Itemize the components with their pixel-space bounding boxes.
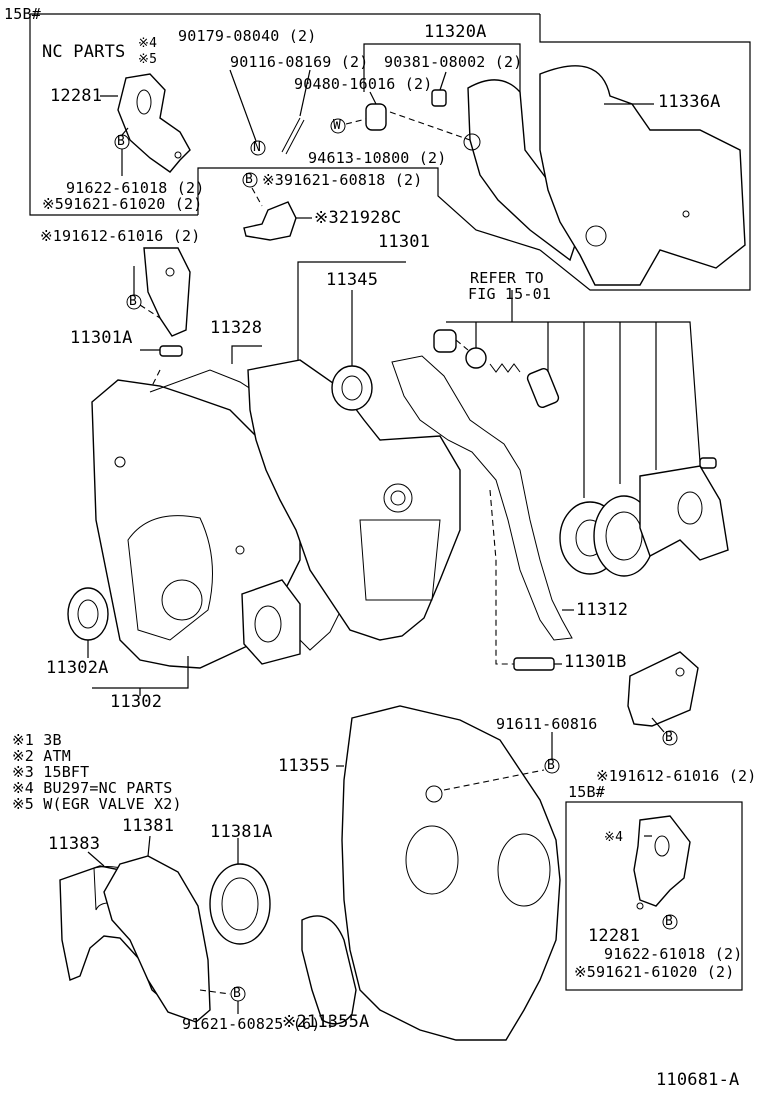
part-number-label: ※391621-60818 (2) <box>262 171 423 189</box>
refer-label: REFER TO <box>470 269 544 287</box>
fig-label: FIG 15-01 <box>468 285 552 303</box>
legend-mark: ※2 <box>12 747 34 765</box>
part-number-label: ※321928C <box>314 208 402 228</box>
part-number-label: 11381A <box>210 822 273 842</box>
figure-id: 110681-A <box>656 1070 740 1090</box>
legend-item: ※2 ATM <box>12 748 182 764</box>
part-number-label: 91622-61018 (2) <box>604 945 743 963</box>
note-4-mark: ※4 <box>138 36 158 51</box>
bracket-left <box>143 247 191 337</box>
legend-mark: ※4 <box>12 779 34 797</box>
section-tag: 15B# <box>4 5 41 23</box>
part-number-label: 94613-10800 (2) <box>308 149 447 167</box>
bracket-21928C <box>243 201 297 241</box>
legend-mark: ※1 <box>12 731 34 749</box>
part-number-label: 11345 <box>326 270 379 290</box>
bracket-12281 <box>117 73 191 173</box>
section-tag: 15B# <box>568 783 605 801</box>
plug-90381 <box>431 89 447 107</box>
part-number-label: 12281 <box>50 86 103 106</box>
legend-item: ※5 W(EGR VALVE X2) <box>12 796 182 812</box>
part-number-label: ※591621-61020 (2) <box>574 963 735 981</box>
housing-11381 <box>103 855 211 1023</box>
bracket-12281-inset <box>633 815 691 907</box>
marker-b: B <box>665 730 674 745</box>
stud-90116 <box>281 117 305 155</box>
part-number-label: 91621-60825 (6) <box>182 1015 321 1033</box>
piston <box>526 367 560 409</box>
part-number-label: 12281 <box>588 926 641 946</box>
part-number-label: 11312 <box>576 600 629 620</box>
part-number-label: 91611-60816 <box>496 715 598 733</box>
bushing-90480 <box>365 103 387 131</box>
marker-w: W <box>333 118 342 133</box>
nc-parts-label: NC PARTS <box>42 42 126 62</box>
marker-b: B <box>117 134 126 149</box>
part-number-label: ※191612-61016 (2) <box>40 227 201 245</box>
legend-mark: ※3 <box>12 763 34 781</box>
spring <box>489 363 521 373</box>
part-number-label: 90179-08040 (2) <box>178 27 317 45</box>
legend-text: ATM <box>43 747 71 765</box>
gasket-11312 <box>391 355 573 641</box>
marker-b: B <box>665 914 674 929</box>
pump-plate <box>639 465 729 561</box>
part-number-label: 11383 <box>48 834 101 854</box>
dowel-11301A <box>159 345 183 357</box>
part-number-label: 11302A <box>46 658 109 678</box>
legend-item: ※1 3B <box>12 732 182 748</box>
part-number-label: 91622-61018 (2) <box>66 179 205 197</box>
note-5-mark: ※5 <box>138 52 158 67</box>
part-number-label: 11320A <box>424 22 487 42</box>
part-number-label: 90116-08169 (2) <box>230 53 369 71</box>
inset-box-top-left <box>29 14 198 216</box>
part-number-label: 11336A <box>658 92 721 112</box>
legend-text: W(EGR VALVE X2) <box>43 795 182 813</box>
part-number-label: ※591621-61020 (2) <box>42 195 203 213</box>
legend-item: ※4 BU297=NC PARTS <box>12 780 182 796</box>
part-number-label: ※211355A <box>282 1012 370 1032</box>
marker-b: B <box>233 986 242 1001</box>
part-number-label: 90480-16016 (2) <box>294 75 433 93</box>
marker-b: B <box>129 294 138 309</box>
marker-n: N <box>253 140 262 155</box>
legend-item: ※3 15BFT <box>12 764 182 780</box>
legend-text: 15BFT <box>43 763 90 781</box>
legend-text: 3B <box>43 731 62 749</box>
seal-11345 <box>331 365 373 411</box>
part-number-label: 11301 <box>378 232 431 252</box>
marker-b: B <box>245 172 254 187</box>
part-number-label: 11301A <box>70 328 133 348</box>
part-number-label: 11301B <box>564 652 627 672</box>
stud-11301B <box>513 657 555 671</box>
plug <box>433 329 457 353</box>
part-number-label: 11302 <box>110 692 163 712</box>
marker-b: B <box>547 758 556 773</box>
part-number-label: 11355 <box>278 756 331 776</box>
oil-seal-11381A <box>209 863 271 945</box>
part-number-label: 11381 <box>122 816 175 836</box>
inset-box-bottom-right <box>565 801 743 991</box>
housing-11301 <box>247 359 461 641</box>
note-4-mark: ※4 <box>604 830 624 845</box>
part-number-label: 11328 <box>210 318 263 338</box>
part-number-label: ※191612-61016 (2) <box>596 767 757 785</box>
end-plate-11355 <box>341 705 561 1041</box>
gasket-11355A <box>301 915 357 1025</box>
legend-text: BU297=NC PARTS <box>43 779 173 797</box>
legend: ※1 3B ※2 ATM ※3 15BFT ※4 BU297=NC PARTS … <box>12 732 182 812</box>
cover-boss <box>241 579 301 665</box>
seal-11302A <box>67 587 109 641</box>
legend-mark: ※5 <box>12 795 34 813</box>
part-number-label: 90381-08002 (2) <box>384 53 523 71</box>
bracket-right <box>627 651 699 727</box>
